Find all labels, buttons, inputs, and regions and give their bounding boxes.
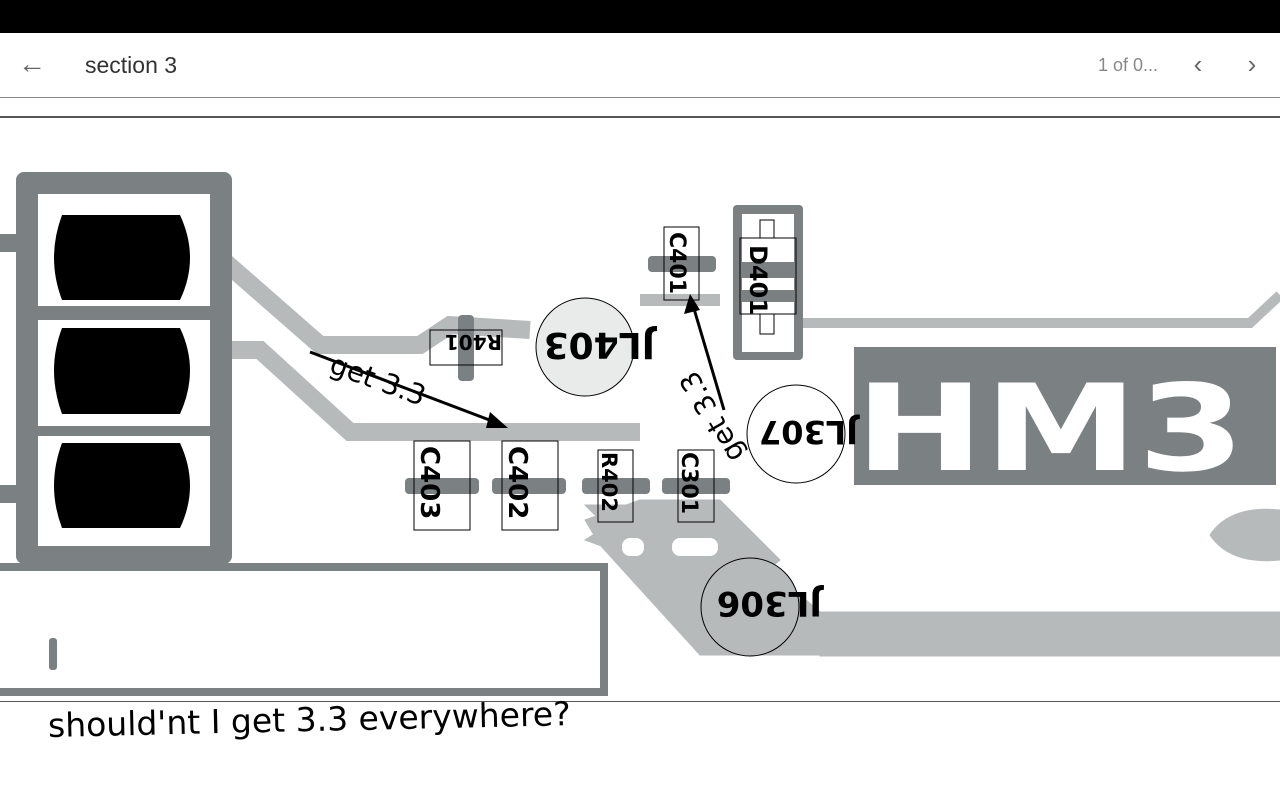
match-count: 1 of 0... (1098, 55, 1159, 75)
label-jl306: JL306 (717, 583, 824, 623)
divider (0, 116, 1280, 118)
connector-block (0, 172, 232, 564)
divider (0, 701, 1280, 702)
hm3-block: HM3 (854, 347, 1276, 499)
arrow-left-icon: ← (18, 48, 46, 79)
label-jl307: JL307 (759, 413, 860, 451)
label-c401: C401 (664, 232, 689, 294)
label-c403: C403 (414, 446, 444, 519)
find-input[interactable] (85, 49, 985, 81)
back-button[interactable]: ← (14, 49, 50, 81)
label-jl403: JL403 (544, 324, 658, 365)
annotations: get 3.3 get 3.3 (309, 294, 751, 468)
component-labels: C401 D401 R401 JL403 JL307 JL306 C403 C4… (414, 232, 860, 623)
silk-label-hm3: HM3 (855, 360, 1245, 499)
next-match-button[interactable]: › (1236, 49, 1268, 81)
find-in-page-bar: ← 1 of 0... ‹ › (0, 33, 1280, 98)
label-c402: C402 (502, 446, 532, 519)
chevron-right-icon: › (1247, 49, 1257, 79)
component-outlines (413, 219, 846, 657)
label-r401: R401 (445, 330, 502, 354)
holes (622, 538, 718, 556)
pads (405, 205, 803, 494)
label-c301: C301 (676, 452, 701, 514)
chevron-left-icon: ‹ (1193, 49, 1203, 79)
label-r402: R402 (597, 452, 621, 512)
annotation-get-3-3-left: get 3.3 (326, 348, 431, 413)
status-bar (0, 0, 1280, 33)
outline-box (0, 563, 608, 696)
label-d401: D401 (744, 245, 772, 315)
pcb-image: HM3 C401 D401 R401 JL403 JL307 JL306 C40… (0, 172, 1280, 696)
previous-match-button[interactable]: ‹ (1182, 49, 1214, 81)
